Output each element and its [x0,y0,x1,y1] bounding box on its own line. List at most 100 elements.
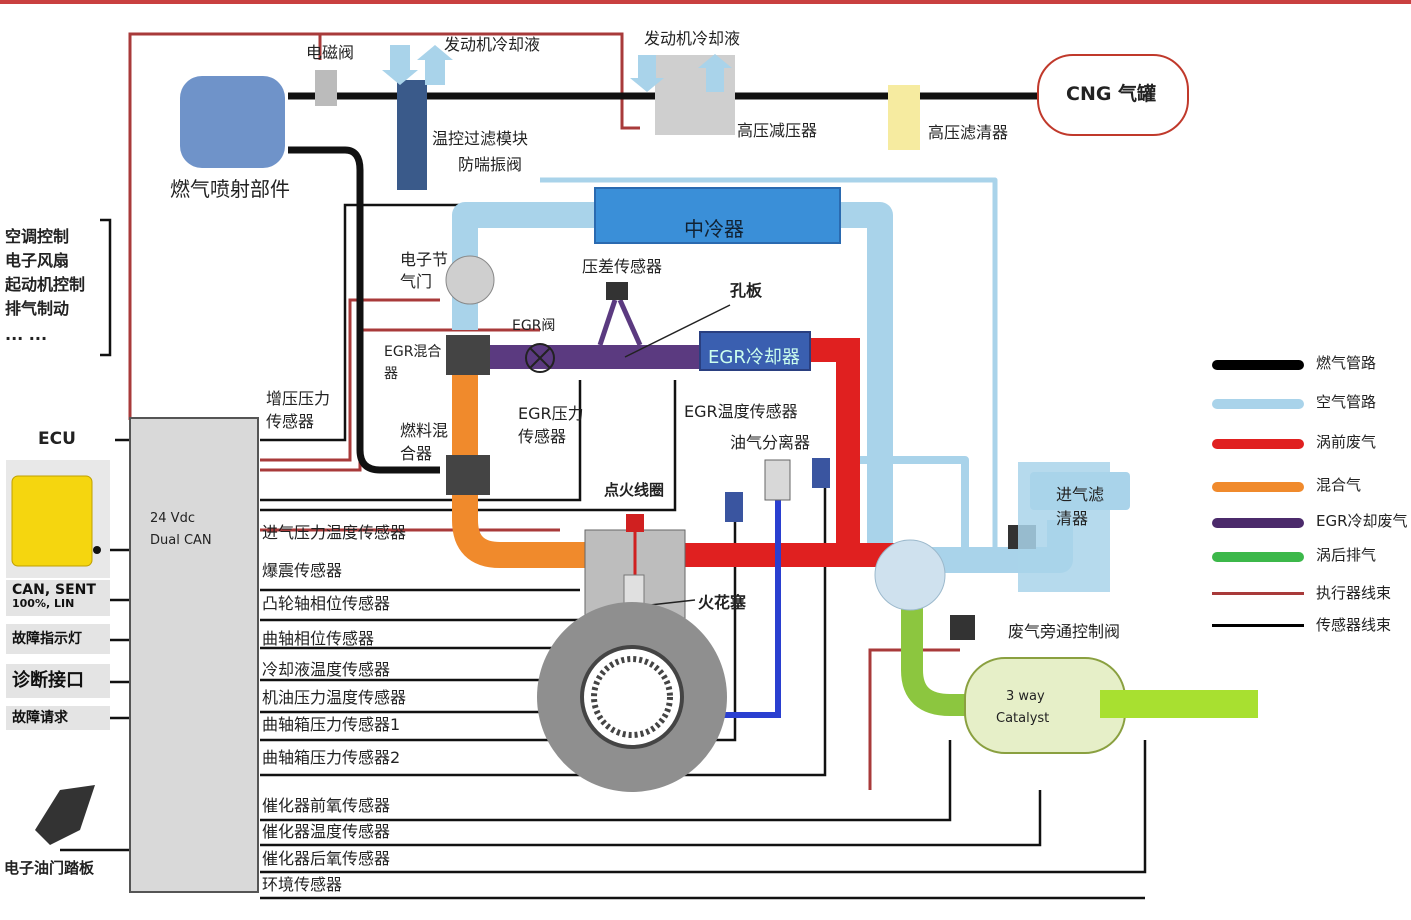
control-item-more: ··· ··· [5,329,48,348]
wastegate-valve [950,615,975,640]
actuator-harness [128,32,960,790]
side-tag-can-sub: 100%, LIN [12,597,75,610]
sensor-label-1: 爆震传感器 [262,561,343,580]
gas-injector [180,76,285,168]
egr-cooled-pipe [490,345,700,369]
side-tag-diag-port: 诊断接口 [6,664,110,698]
label-egr-valve: EGR阀 [512,318,556,334]
label-intercooler: 中冷器 [684,217,744,241]
label-throttle-1: 电子节 [400,250,449,269]
label-solenoid-valve: 电磁阀 [306,43,355,62]
legend-swatch [1212,482,1304,492]
air-filter-body [1018,462,1110,592]
coolant-arrows [382,45,732,92]
sensor-label-8: 催化器前氧传感器 [262,796,391,815]
label-catalyst-1: 3 way [1006,689,1045,704]
exhaust-pipe [685,338,910,567]
legend-swatch [1212,518,1304,528]
label-engine-coolant-2: 发动机冷却液 [644,29,741,48]
sensor-label-2: 凸轮轴相位传感器 [262,594,391,613]
label-spark-plug: 火花塞 [698,593,747,612]
legend-label: 涡前废气 [1316,433,1377,451]
crank-wheel [580,645,684,749]
legend-label: 空气管路 [1316,393,1377,411]
top-banner-line [0,0,1411,4]
sensor-label-9: 催化器温度传感器 [262,822,391,841]
sensor-label-4: 冷却液温度传感器 [262,660,391,679]
label-anti-surge-valve: 防喘振阀 [458,155,523,174]
label-ecu-title: ECU [38,429,76,449]
label-egr-pressure-2: 传感器 [518,427,567,446]
sensor-label-3: 曲轴相位传感器 [262,629,375,648]
mixture-pipe [452,370,585,568]
side-tag-can-text: CAN, SENT [12,582,96,598]
sensor-blue-2 [812,458,830,488]
label-temp-filter-module: 温控过滤模块 [432,129,529,148]
ecu-module [11,475,93,567]
cng-tank [1037,54,1189,136]
throttle [445,255,495,305]
legend-swatch [1212,399,1304,409]
label-orifice: 孔板 [730,281,763,300]
control-item-ac: 空调控制 [5,227,70,246]
post-turbo-pipe [901,570,970,716]
legend-swatch [1212,592,1304,595]
legend-swatch [1212,624,1304,627]
label-ecu-line1: 24 Vdc [150,511,195,526]
sensor-blue-1 [725,492,743,522]
sensor-label-10: 催化器后氧传感器 [262,849,391,868]
label-throttle-2: 气门 [400,272,433,291]
label-air-filter-1: 进气滤 [1056,485,1105,504]
label-egr-pressure-1: EGR压力 [518,404,584,423]
label-oil-separator: 油气分离器 [730,433,811,452]
legend-label: 涡后排气 [1316,546,1377,564]
legend-swatch [1212,439,1304,449]
label-gas-injector: 燃气喷射部件 [170,177,290,201]
intercooler [594,187,841,244]
legend-label: 传感器线束 [1316,616,1392,634]
oil-separator [764,459,791,501]
egr-valve [525,343,555,373]
dp-sensor [606,282,628,300]
orifice-pointer [624,304,731,358]
label-boost-sensor-1: 增压压力 [266,389,331,408]
sensor-label-11: 环境传感器 [262,875,343,894]
ignition-coil [626,514,644,532]
label-fuel-mixer-2: 合器 [400,444,433,463]
ecu-block [129,417,259,893]
legend-label: 燃气管路 [1316,354,1377,372]
label-egr-cooler: EGR冷却器 [708,347,800,368]
sensor-label-5: 机油压力温度传感器 [262,688,407,707]
label-air-filter-2: 清器 [1056,509,1089,528]
label-ignition-coil: 点火线圈 [604,481,665,499]
legend-label: EGR冷却废气 [1316,512,1408,530]
sensor-label-7: 曲轴箱压力传感器2 [262,748,401,767]
sensor-label-0: 进气压力温度传感器 [262,523,407,542]
label-wastegate: 废气旁通控制阀 [1008,622,1121,641]
label-pedal: 电子油门踏板 [4,859,95,877]
label-cng-tank: CNG 气罐 [1066,83,1157,105]
hp-filter [888,85,920,150]
legend-swatch [1212,360,1304,370]
label-dp-sensor: 压差传感器 [582,257,663,276]
legend-label: 执行器线束 [1316,584,1392,602]
solenoid-valve [315,70,337,106]
side-tag-fault-request: 故障请求 [6,706,110,730]
label-fuel-mixer-1: 燃料混 [400,421,449,440]
control-item-exhaust-brake: 排气制动 [5,299,70,318]
label-hp-reducer: 高压减压器 [737,121,818,140]
sensor-label-6: 曲轴箱压力传感器1 [262,715,401,734]
oil-return-line [700,500,781,718]
label-egr-mixer-2: 器 [384,366,398,382]
label-boost-sensor-2: 传感器 [266,412,315,431]
side-tag-can: CAN, SENT 100%, LIN [6,580,110,616]
label-egr-mixer-1: EGR混合 [384,344,442,360]
label-ecu-line2: Dual CAN [150,533,212,548]
dp-sensor-legs [597,298,643,347]
label-catalyst-2: Catalyst [996,711,1050,726]
temp-filter-module [397,80,427,190]
sensor-harness [60,203,1147,900]
label-hp-filter: 高压滤清器 [928,123,1009,142]
egr-mixer [446,335,490,375]
